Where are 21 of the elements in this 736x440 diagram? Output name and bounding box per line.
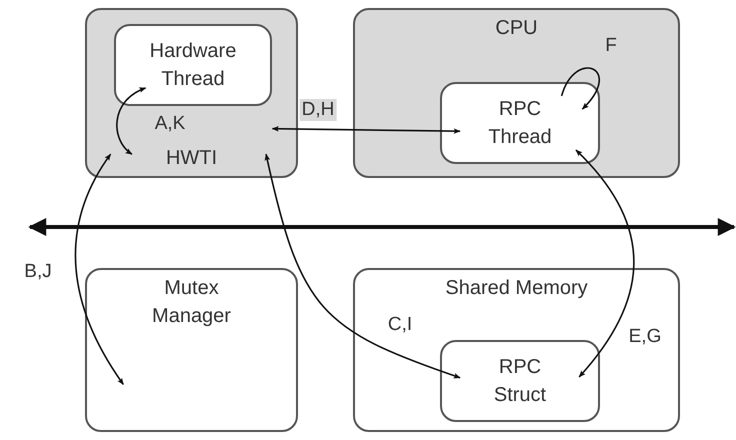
process-box [114, 24, 272, 106]
arrow [74, 154, 124, 386]
node-label: RPC Struct [492, 355, 548, 408]
node-label: RPC Thread [487, 97, 553, 150]
arrow [264, 154, 461, 378]
arrow [116, 87, 146, 155]
process-box [440, 340, 600, 422]
container-box [85, 8, 298, 178]
node-label: Mutex Manager [151, 276, 232, 329]
edge-label: D,H [300, 99, 336, 121]
container-box [353, 8, 680, 178]
process-box [85, 268, 298, 432]
node-label: Shared Memory [445, 276, 588, 301]
arrow [560, 67, 600, 110]
node-label: HWTI [166, 146, 218, 171]
container-box [353, 268, 680, 432]
node-label: CPU [495, 16, 538, 41]
arrow [575, 150, 635, 378]
arrow [272, 126, 461, 134]
process-box [440, 82, 600, 164]
node-label: Hardware Thread [148, 39, 238, 92]
